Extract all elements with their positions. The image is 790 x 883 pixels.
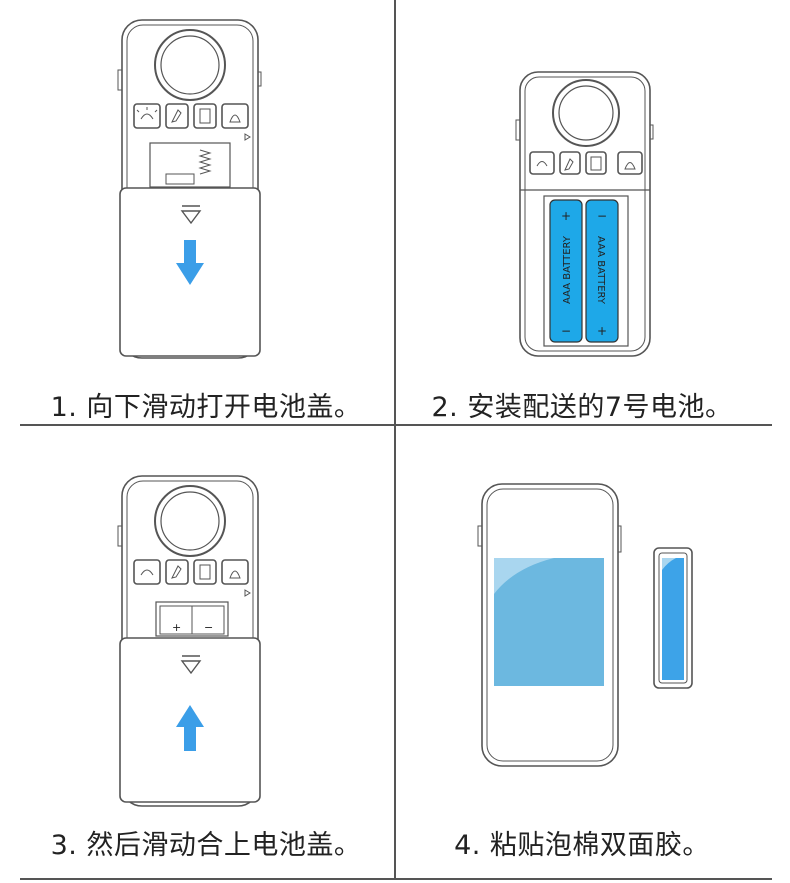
step-3-caption: 3. 然后滑动合上电池盖。	[50, 830, 362, 861]
arrow-up-icon	[176, 705, 204, 751]
step-1: 1. 向下滑动打开电池盖。	[20, 0, 392, 424]
device-open-cover-illustration	[117, 19, 262, 359]
foam-pad-small	[662, 558, 684, 680]
grid-divider-horizontal	[20, 424, 772, 426]
svg-text:−: −	[597, 209, 607, 223]
foam-pad-large	[494, 558, 604, 686]
svg-text:+: +	[597, 324, 607, 338]
grid-divider-bottom	[20, 878, 772, 880]
svg-text:+: +	[172, 621, 181, 634]
grid-divider-vertical	[394, 0, 396, 880]
step-4-caption: 4. 粘贴泡棉双面胶。	[454, 830, 710, 861]
battery-right: − + AAA BATTERY	[585, 199, 619, 343]
step-2-caption: 2. 安装配送的7号电池。	[431, 392, 733, 423]
step-1-caption: 1. 向下滑动打开电池盖。	[50, 392, 362, 423]
battery-left: + − AAA BATTERY	[549, 199, 583, 343]
device-close-cover-illustration: + −	[117, 475, 261, 807]
svg-text:−: −	[204, 621, 213, 634]
step-3: + − 3. 然后滑动合上电池盖。	[20, 426, 392, 861]
svg-text:AAA BATTERY: AAA BATTERY	[562, 235, 573, 304]
foam-tape-illustration	[477, 483, 693, 767]
arrow-down-icon	[176, 240, 204, 285]
step-2: + − AAA BATTERY − + AAA BATTERY 2. 安装配送的…	[396, 0, 768, 424]
svg-text:+: +	[561, 209, 571, 223]
device-install-battery-illustration: + − AAA BATTERY − + AAA BATTERY	[515, 71, 654, 357]
step-4: 4. 粘贴泡棉双面胶。	[396, 426, 768, 861]
svg-text:AAA BATTERY: AAA BATTERY	[595, 236, 606, 305]
svg-text:−: −	[561, 324, 571, 338]
